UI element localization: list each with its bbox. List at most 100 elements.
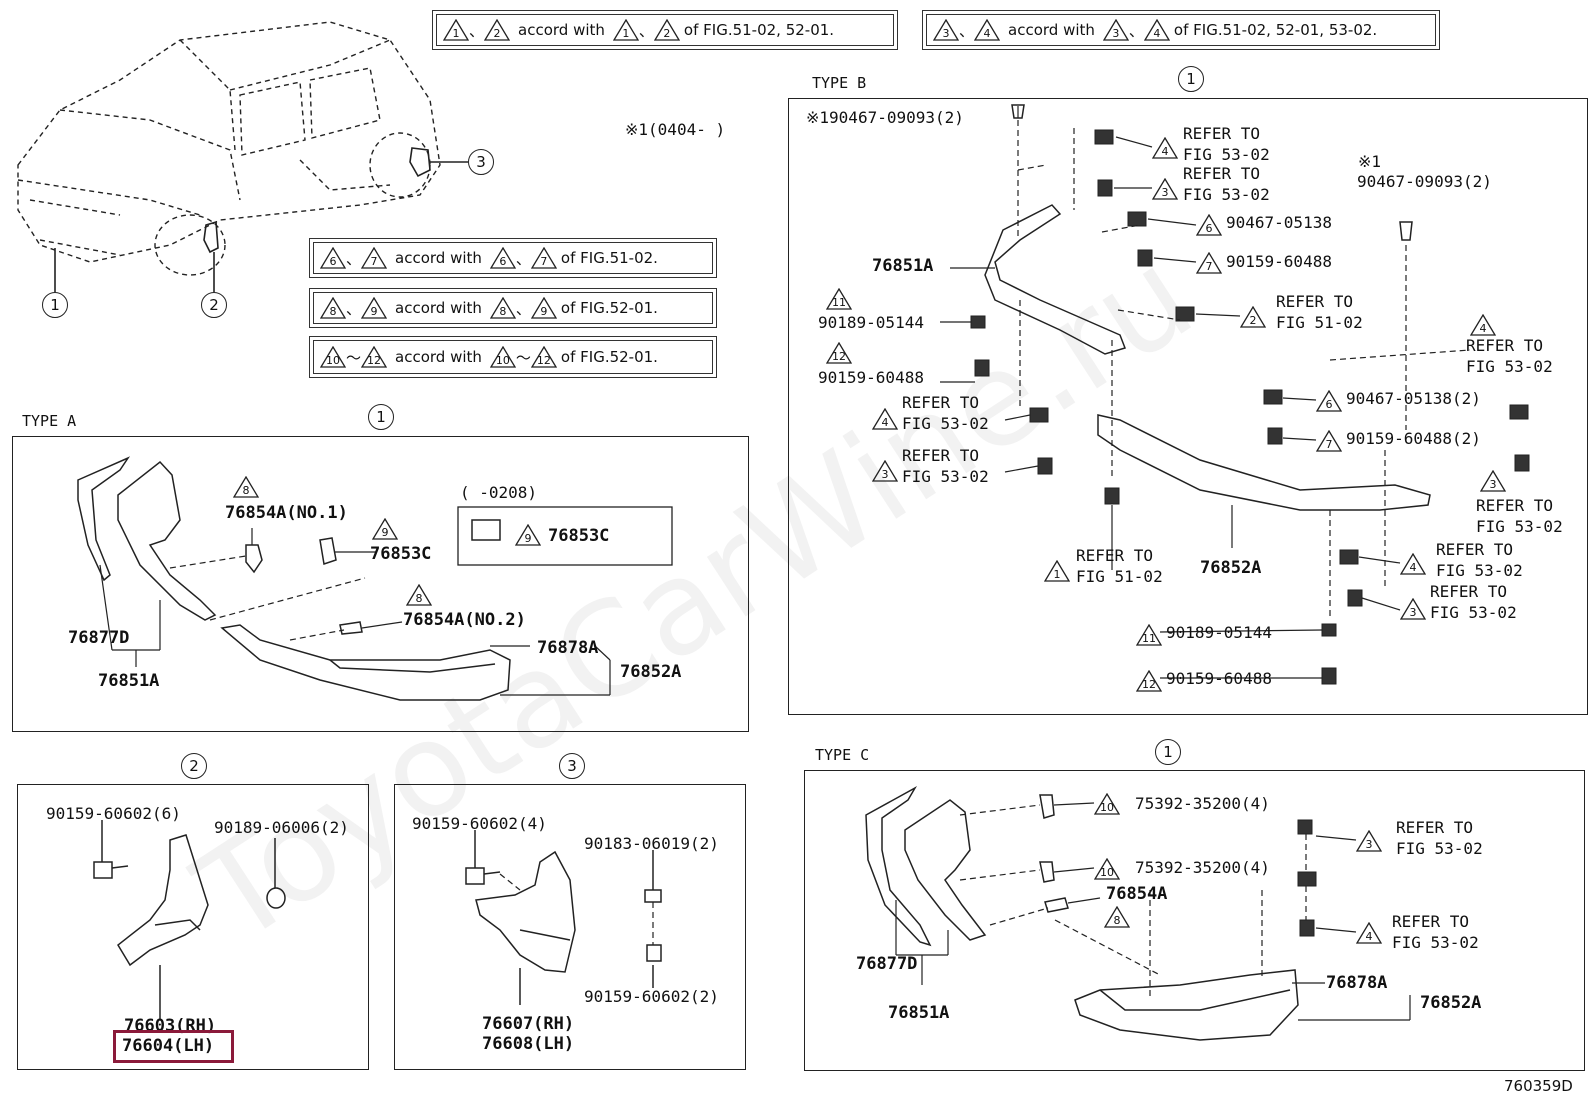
type-b-item-12: 4: [1470, 314, 1496, 336]
triangle-icon: 9: [530, 297, 557, 319]
part-76851A-b: 76851A: [872, 256, 934, 276]
part-76853C: 76853C: [370, 544, 432, 564]
type-a-inset-date: ( -0208): [460, 483, 538, 502]
type-b-item-15: 4: [1400, 553, 1426, 575]
star-part-2: 90467-09093(2): [1357, 172, 1492, 191]
type-b-item-1: 4: [1152, 137, 1178, 159]
callout-2: 2: [201, 292, 227, 318]
type-b-callout: 1: [1178, 66, 1204, 92]
panel-3-callout: 3: [559, 753, 585, 779]
part-76878A: 76878A: [537, 638, 599, 658]
callout-1: 1: [42, 292, 68, 318]
triangle-icon: 6: [1196, 214, 1222, 236]
triangle-icon: 8: [406, 584, 432, 606]
panel-3-clip: 90183-06019(2): [584, 834, 719, 853]
type-c-title: TYPE C: [815, 746, 870, 764]
triangle-icon: 6: [489, 247, 516, 269]
type-c-callout: 1: [1155, 739, 1181, 765]
triangle-icon: 2: [1240, 306, 1266, 328]
triangle-icon: 1: [443, 19, 469, 41]
triangle-icon: 10: [1094, 858, 1120, 880]
part-76854A-no1: 76854A(NO.1): [225, 503, 348, 523]
triangle-icon: 3: [1400, 598, 1426, 620]
part-76878A-c: 76878A: [1326, 973, 1388, 993]
type-b-item-10: 6: [1316, 390, 1342, 412]
type-c-panel: [804, 770, 1585, 1071]
type-b-item-17: 11: [1136, 624, 1162, 646]
triangle-icon: 10: [1094, 793, 1120, 815]
triangle-icon: 3: [1152, 178, 1178, 200]
type-a-callout: 1: [368, 404, 394, 430]
side-note-2: 8 、 9 accord with 8 、 9 of FIG.52-01.: [309, 288, 717, 328]
triangle-icon: 8: [320, 297, 346, 319]
triangle-icon: 4: [872, 408, 898, 430]
triangle-icon: 7: [361, 247, 388, 269]
type-b-item-13: 3: [1480, 470, 1506, 492]
triangle-icon: 6: [320, 247, 346, 269]
triangle-icon: 7: [530, 247, 557, 269]
part-76607-rh: 76607(RH): [482, 1014, 575, 1034]
triangle-icon: 9: [515, 524, 541, 546]
date-note: ※1(0404- ): [625, 120, 726, 139]
triangle-icon: 3: [1356, 830, 1382, 852]
highlight-76604: [113, 1030, 234, 1063]
part-76851A-c: 76851A: [888, 1003, 950, 1023]
type-b-title: TYPE B: [812, 74, 867, 92]
panel-3: [394, 784, 746, 1070]
type-b-item-2: 3: [1152, 178, 1178, 200]
panel-2-callout: 2: [181, 753, 207, 779]
triangle-icon: 3: [872, 460, 898, 482]
triangle-icon: 10: [320, 346, 346, 368]
triangle-icon: 6: [1316, 390, 1342, 412]
side-note-3: 10 ～ 12 accord with 10 ～ 12 of FIG.52-01…: [309, 336, 717, 378]
triangle-icon: 3: [933, 19, 959, 41]
triangle-icon: 4: [1470, 314, 1496, 336]
triangle-icon: 10: [489, 346, 516, 368]
type-b-item-11: 7: [1316, 430, 1342, 452]
callout-3: 3: [468, 149, 494, 175]
triangle-icon: 1: [1044, 560, 1070, 582]
type-a-title: TYPE A: [22, 412, 77, 430]
part-76851A: 76851A: [98, 671, 160, 691]
triangle-icon: 11: [826, 288, 852, 310]
part-76852A-b: 76852A: [1200, 558, 1262, 578]
part-76854A-no2: 76854A(NO.2): [403, 610, 526, 630]
triangle-icon: 8: [233, 476, 259, 498]
triangle-icon: 11: [1136, 624, 1162, 646]
triangle-icon: 8: [1104, 906, 1130, 928]
triangle-icon: 4: [1356, 922, 1382, 944]
triangle-icon: 3: [1102, 19, 1129, 41]
triangle-icon: 1: [612, 19, 639, 41]
part-76877D: 76877D: [68, 628, 130, 648]
triangle-icon: 12: [826, 342, 852, 364]
triangle-icon: 4: [1152, 137, 1178, 159]
triangle-icon: 2: [484, 19, 511, 41]
panel-3-screw: 90159-60602(2): [584, 987, 719, 1006]
type-b-item-8: 4: [872, 408, 898, 430]
type-b-item-9: 3: [872, 460, 898, 482]
type-a-panel: [12, 436, 749, 732]
panel-2-nut: 90189-06006(2): [214, 818, 349, 837]
triangle-icon: 9: [372, 518, 398, 540]
type-b-item-5: 2: [1240, 306, 1266, 328]
type-b-item-18: 12: [1136, 670, 1162, 692]
type-c-item-1: 10: [1094, 793, 1120, 815]
part-76854A-c: 76854A: [1106, 884, 1168, 904]
type-b-panel: [788, 98, 1588, 715]
part-76604-lh: 76604(LH): [122, 1036, 215, 1056]
triangle-icon: 12: [1136, 670, 1162, 692]
triangle-icon: 2: [653, 19, 680, 41]
side-note-1: 6 、 7 accord with 6 、 7 of FIG.51-02.: [309, 238, 717, 278]
figure-code: 760359D: [1504, 1077, 1573, 1095]
panel-2: [17, 784, 369, 1070]
triangle-icon: 4: [1143, 19, 1170, 41]
star-part-1: ※190467-09093(2): [806, 108, 964, 127]
panel-3-bolt: 90159-60602(4): [412, 814, 547, 833]
type-c-item-3: 8: [1104, 906, 1130, 928]
part-76852A-c: 76852A: [1420, 993, 1482, 1013]
type-b-item-14: 1: [1044, 560, 1070, 582]
